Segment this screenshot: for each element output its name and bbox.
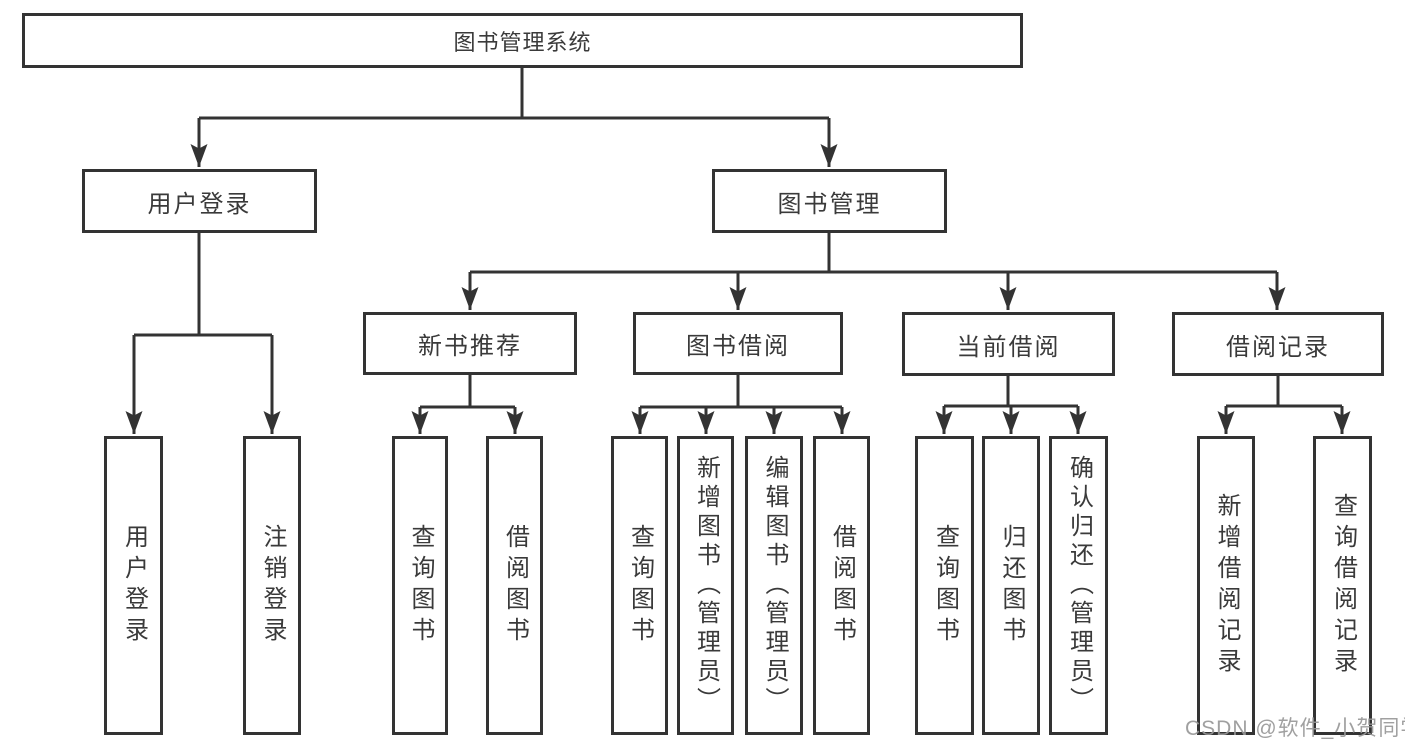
- node-book-borrowing: 图书借阅: [633, 312, 843, 375]
- node-book-management: 图书管理: [712, 169, 947, 233]
- node-library-management-system: 图书管理系统: [22, 13, 1023, 68]
- node-user-login: 用户登录: [82, 169, 317, 233]
- node-current-borrowing: 当前借阅: [902, 312, 1115, 376]
- leaf-current-query-books: 查询图书: [915, 436, 974, 735]
- leaf-borrowing-edit-books-admin: 编辑图书（管理员）: [745, 436, 803, 735]
- leaf-logout: 注销登录: [243, 436, 301, 735]
- leaf-record-query-borrow-record: 查询借阅记录: [1313, 436, 1372, 735]
- leaf-borrowing-add-books-admin: 新增图书（管理员）: [677, 436, 734, 735]
- node-borrowing-records: 借阅记录: [1172, 312, 1384, 376]
- leaf-record-add-borrow-record: 新增借阅记录: [1197, 436, 1255, 735]
- leaf-user-login: 用户登录: [104, 436, 163, 735]
- leaf-newbook-borrow-books: 借阅图书: [486, 436, 543, 735]
- leaf-borrowing-query-books: 查询图书: [611, 436, 668, 735]
- node-new-book-recommend: 新书推荐: [363, 312, 577, 375]
- csdn-watermark: CSDN @软件_小贺同学: [1185, 717, 1405, 740]
- leaf-current-confirm-return-admin: 确认归还（管理员）: [1049, 436, 1108, 735]
- leaf-newbook-query-books: 查询图书: [392, 436, 448, 735]
- leaf-borrowing-borrow-books: 借阅图书: [813, 436, 870, 735]
- leaf-current-return-books: 归还图书: [982, 436, 1040, 735]
